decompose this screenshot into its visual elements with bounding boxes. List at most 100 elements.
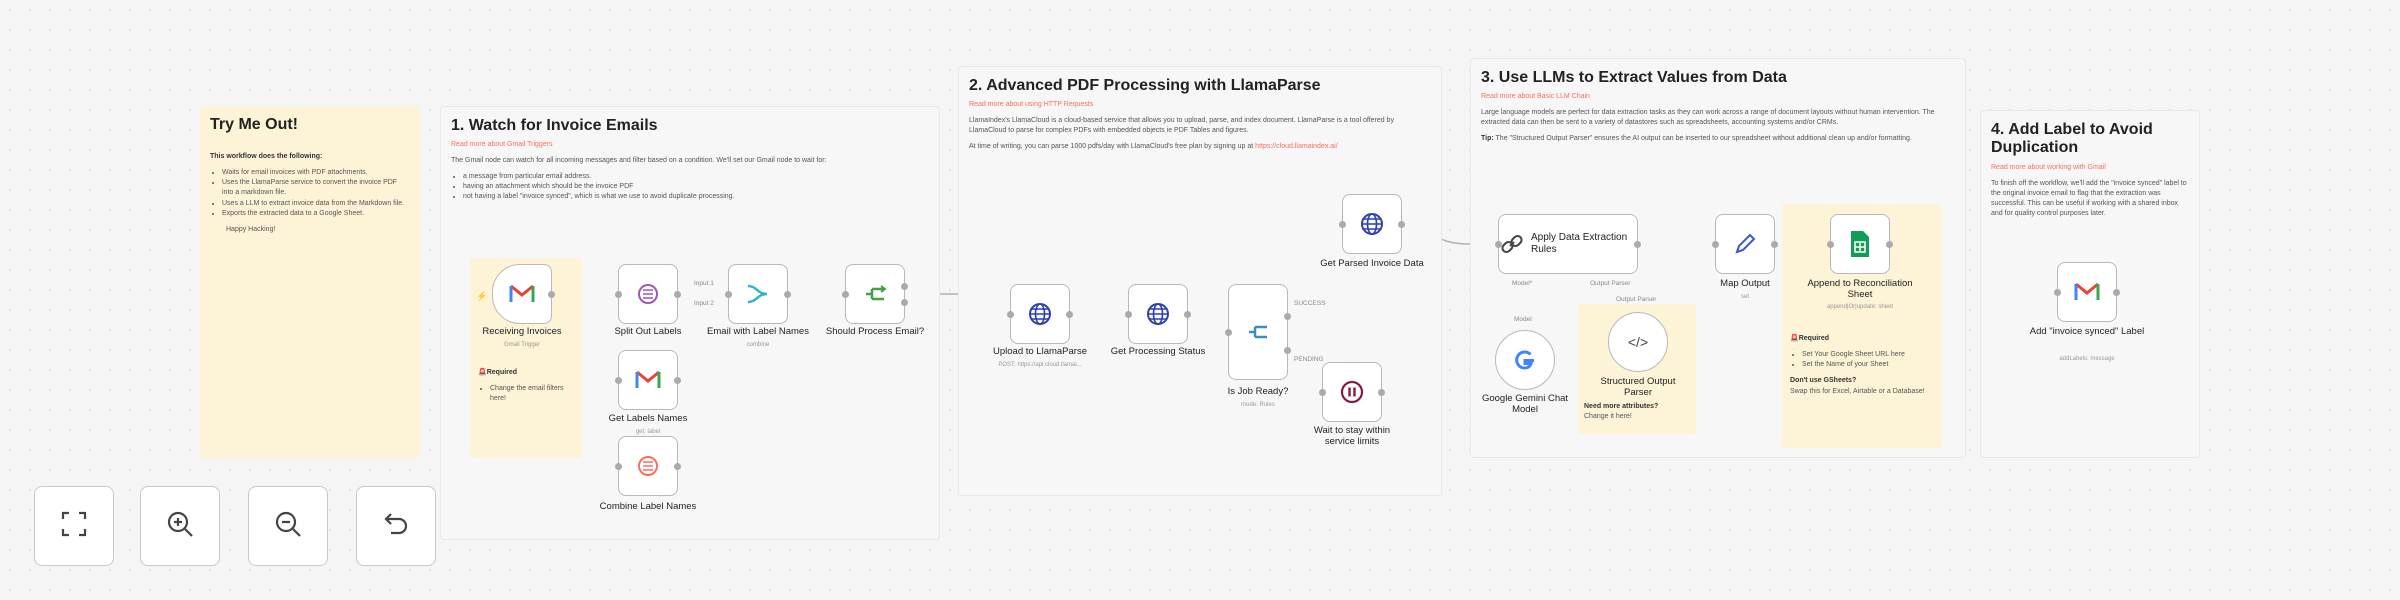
input-port[interactable] (1319, 389, 1326, 396)
required-title: 🚨Required (1790, 335, 1830, 342)
output-port[interactable] (1284, 313, 1291, 320)
output-port[interactable] (901, 283, 908, 290)
node-map-output[interactable] (1712, 214, 1778, 274)
input-port[interactable] (1495, 241, 1502, 248)
input-port[interactable] (842, 291, 849, 298)
node-append-to-reconciliation-sheet[interactable] (1827, 214, 1893, 274)
node-label: Wait to stay within service limits (1313, 425, 1391, 448)
doc-link[interactable]: Read more about Gmail Triggers (451, 141, 553, 148)
node-subtitle: set (1740, 294, 1749, 300)
node-label: Google Gemini Chat Model (1481, 393, 1569, 416)
pencil-icon (1732, 231, 1758, 257)
output-port[interactable] (1066, 311, 1073, 318)
node-label: Split Out Labels (614, 326, 682, 337)
node-get-processing-status[interactable] (1125, 284, 1191, 344)
trigger-bolt-icon: ⚡ (476, 291, 488, 301)
node-wait[interactable] (1319, 362, 1385, 422)
sticky-body: At time of writing, you can parse 1000 p… (969, 142, 1431, 152)
output-port[interactable] (1184, 311, 1191, 318)
input-port[interactable] (615, 463, 622, 470)
node-combine-label-names[interactable] (615, 436, 681, 496)
node-add-invoice-synced-label[interactable] (2054, 262, 2120, 322)
output-port[interactable] (901, 299, 908, 306)
node-label: Upload to LlamaParse (993, 346, 1087, 357)
output-port[interactable] (1634, 241, 1641, 248)
node-label: Combine Label Names (599, 501, 697, 512)
node-email-with-label-names[interactable] (725, 264, 791, 324)
doc-link[interactable]: Read more about using HTTP Requests (969, 101, 1094, 108)
sticky-title: 2. Advanced PDF Processing with LlamaPar… (969, 77, 1321, 94)
output-port[interactable] (674, 463, 681, 470)
http-globe-icon (1359, 211, 1385, 237)
tip-label: Tip: (1481, 135, 1494, 143)
zoom-out-button[interactable] (248, 486, 328, 566)
input-port[interactable] (1007, 311, 1014, 318)
split-icon (635, 281, 661, 307)
node-label: Get Labels Names (608, 413, 688, 424)
node-is-job-ready[interactable] (1225, 284, 1291, 380)
node-label: Get Parsed Invoice Data (1320, 258, 1424, 269)
if-branch-icon (862, 281, 888, 307)
output-port[interactable] (784, 291, 791, 298)
zoom-in-button[interactable] (140, 486, 220, 566)
fit-view-icon (60, 510, 88, 543)
input-port[interactable] (1225, 329, 1232, 336)
node-structured-output-parser[interactable]: </> (1608, 312, 1668, 372)
edge-label-output-parser-2: Output Parser (1616, 296, 1657, 303)
input-port[interactable] (1827, 241, 1834, 248)
edge-label-model-2: Model (1514, 316, 1532, 323)
output-port[interactable] (1284, 347, 1291, 354)
node-label: Email with Label Names (707, 326, 809, 337)
node-split-out-labels[interactable] (615, 264, 681, 324)
node-label: Apply Data Extraction Rules (1531, 232, 1628, 255)
list-item: a message from particular email address. (463, 172, 929, 182)
node-label: Add "invoice synced" Label (2029, 326, 2145, 337)
input-port[interactable] (1125, 311, 1132, 318)
sticky-body: LlamaIndex's LlamaCloud is a cloud-based… (969, 117, 1394, 135)
required-answer: Swap this for Excel, Airtable or a Datab… (1790, 387, 1925, 395)
llamacloud-link[interactable]: https://cloud.llamaindex.ai/ (1255, 143, 1338, 151)
node-subtitle: POST: https://api.cloud.llamai... (998, 362, 1082, 368)
input-port[interactable] (725, 291, 732, 298)
sticky-title: Try Me Out! (210, 116, 299, 133)
input-port[interactable] (615, 377, 622, 384)
http-globe-icon (1027, 301, 1053, 327)
node-get-labels-names[interactable] (615, 350, 681, 410)
node-google-gemini-chat-model[interactable] (1495, 330, 1555, 390)
sticky-list: Set Your Google Sheet URL here Set the N… (1790, 350, 1934, 370)
node-upload-to-llamaparse[interactable] (1007, 284, 1073, 344)
node-subtitle: get: label (635, 429, 661, 435)
sticky-list: Change the email filters here! (478, 384, 574, 404)
node-should-process-email[interactable] (842, 264, 908, 324)
required-question: Don't use GSheets? (1790, 377, 1857, 385)
output-port[interactable] (1771, 241, 1778, 248)
output-port[interactable] (1886, 241, 1893, 248)
parser-answer: Change it here! (1584, 413, 1632, 421)
list-item: Set Your Google Sheet URL here (1802, 350, 1934, 360)
input-port[interactable] (1339, 221, 1346, 228)
zoom-in-icon (166, 510, 194, 543)
edge-label-pending: PENDING (1294, 356, 1324, 363)
undo-button[interactable] (356, 486, 436, 566)
sticky-title: 4. Add Label to Avoid Duplication (1991, 121, 2153, 157)
doc-link[interactable]: Read more about Basic LLM Chain (1481, 93, 1590, 100)
node-label: Get Processing Status (1110, 346, 1206, 357)
output-port[interactable] (2113, 289, 2120, 296)
node-receiving-invoices[interactable] (492, 264, 555, 324)
output-port[interactable] (1398, 221, 1405, 228)
output-port[interactable] (548, 291, 555, 298)
node-get-parsed-invoice-data[interactable] (1339, 194, 1405, 254)
node-apply-data-extraction-rules[interactable]: Apply Data Extraction Rules (1495, 214, 1641, 274)
list-item: Set the Name of your Sheet (1802, 360, 1934, 370)
output-port[interactable] (1378, 389, 1385, 396)
output-port[interactable] (674, 377, 681, 384)
input-port[interactable] (1712, 241, 1719, 248)
fit-view-button[interactable] (34, 486, 114, 566)
input-port[interactable] (2054, 289, 2061, 296)
sticky-intro-text: This workflow does the following: (210, 153, 323, 160)
node-label: Is Job Ready? (1227, 386, 1289, 397)
switch-icon (1245, 319, 1271, 345)
input-port[interactable] (615, 291, 622, 298)
output-port[interactable] (674, 291, 681, 298)
doc-link[interactable]: Read more about working with Gmail (1991, 163, 2106, 171)
